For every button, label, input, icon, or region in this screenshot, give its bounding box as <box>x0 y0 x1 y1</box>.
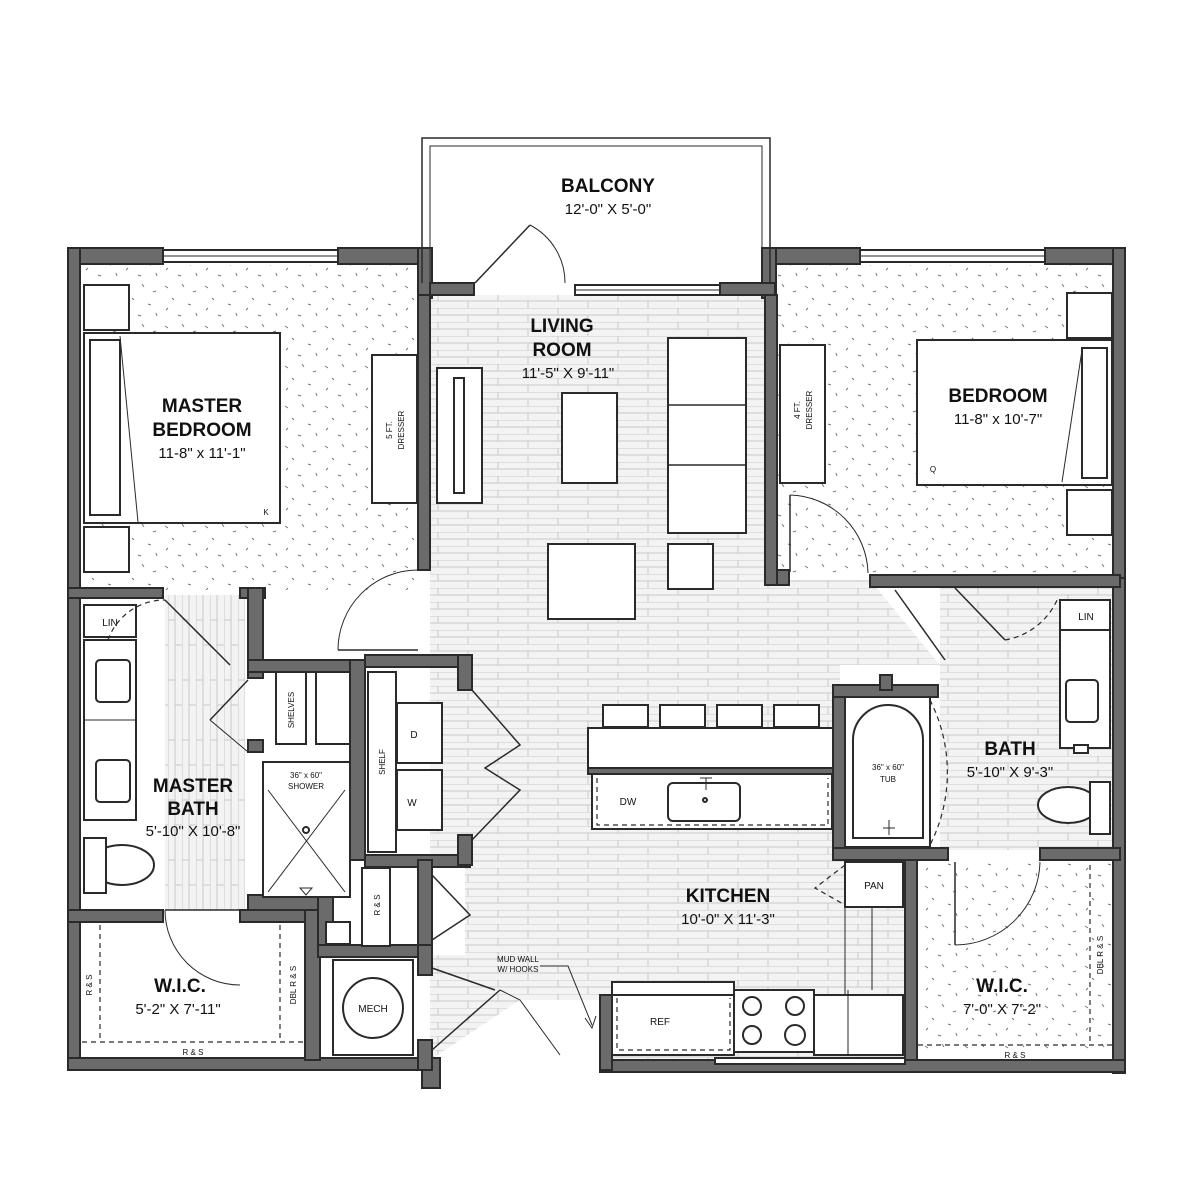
shelves-label: SHELVES <box>287 692 296 728</box>
dryer-label: D <box>410 730 417 741</box>
living-room-name-2: ROOM <box>532 340 591 361</box>
living-room-dims: 11'-5" X 9'-11" <box>522 365 615 382</box>
balcony-dims: 12'-0" X 5'-0" <box>565 201 651 218</box>
master-bath-name-2: BATH <box>167 799 218 820</box>
wic-left-name: W.I.C. <box>154 976 206 997</box>
bed-k-label: K <box>263 508 269 517</box>
wic-right-fixtures: R & S DBL R & S <box>918 861 1112 1060</box>
mud-wall-label-1: MUD WALL <box>497 955 539 964</box>
wic-left-dbl-rs: DBL R & S <box>289 966 298 1004</box>
master-bath-floor <box>165 595 245 910</box>
bedroom-furniture: 4 FT. DRESSER Q <box>779 292 1113 574</box>
kitchen-name: KITCHEN <box>686 886 770 907</box>
wic-right-floor <box>918 860 1113 1050</box>
shelf-label: SHELF <box>378 749 387 775</box>
balcony-name: BALCONY <box>561 176 655 197</box>
washer-label: W <box>407 798 417 809</box>
bath-name: BATH <box>984 739 1035 760</box>
tub-label-1: 36" x 60" <box>872 763 904 772</box>
mech-closet: MECH <box>332 959 561 1056</box>
master-bedroom-dims: 11-8" x 11'-1" <box>158 445 245 462</box>
bath-fixtures: 36" x 60" TUB LIN <box>844 587 1111 848</box>
bedroom-dims: 11-8" x 10'-7" <box>954 411 1042 428</box>
balcony: BALCONY 12'-0" X 5'-0" <box>421 137 771 284</box>
closet-rs-label: R & S <box>373 895 382 916</box>
wic-right-bottom-rs: R & S <box>1005 1051 1026 1060</box>
lin-left-label: LIN <box>102 618 118 629</box>
dresser-4ft-line1: 4 FT. <box>793 401 802 419</box>
pan-label: PAN <box>864 881 884 892</box>
master-bedroom-name-1: MASTER <box>162 396 243 417</box>
wic-left-fixtures: R & S R & S DBL R & S <box>82 925 305 1057</box>
ref-label: REF <box>650 1017 670 1028</box>
wic-right-name: W.I.C. <box>976 976 1028 997</box>
mech-label: MECH <box>358 1004 387 1015</box>
laundry-fixtures: SHELF D W <box>367 671 522 853</box>
bath-dims: 5'-10" X 9'-3" <box>967 764 1053 781</box>
wic-right-dims: 7'-0" X 7'-2" <box>963 1001 1041 1018</box>
wic-left-bottom-rs: R & S <box>183 1048 204 1057</box>
dresser-5ft-line2: DRESSER <box>397 410 406 449</box>
dw-label: DW <box>620 797 637 808</box>
master-bath-dims: 5'-10" X 10'-8" <box>146 823 241 840</box>
living-room-furniture <box>436 337 747 620</box>
dresser-4ft-line2: DRESSER <box>805 390 814 429</box>
kitchen-fixtures: DW PAN REF MUD WALL W/ HOOKS <box>497 704 906 1065</box>
wic-left-side-rs: R & S <box>85 975 94 996</box>
shower-label-2: SHOWER <box>288 782 324 791</box>
master-bedroom-door <box>337 569 419 651</box>
master-bedroom-name-2: BEDROOM <box>152 420 251 441</box>
closet-fixtures: R & S <box>325 867 472 947</box>
bedroom-name: BEDROOM <box>948 386 1047 407</box>
mud-wall-label-2: W/ HOOKS <box>498 965 539 974</box>
bed-q-label: Q <box>930 465 936 474</box>
shower-label-1: 36" x 60" <box>290 771 322 780</box>
kitchen-dims: 10'-0" X 11'-3" <box>681 911 775 928</box>
dresser-5ft-line1: 5 FT. <box>385 421 394 439</box>
windows <box>162 249 1046 296</box>
master-bath-name-1: MASTER <box>153 776 234 797</box>
lin-right-label: LIN <box>1078 612 1094 623</box>
master-bath-fixtures: LIN SHELVES 36" x 60" SHOWER <box>83 599 351 986</box>
wic-left-dims: 5'-2" X 7'-11" <box>135 1001 220 1018</box>
walls <box>67 247 1126 1089</box>
master-bedroom-furniture: K 5 FT. DRESSER <box>83 284 418 573</box>
living-room-name-1: LIVING <box>530 316 593 337</box>
tub-label-2: TUB <box>880 775 896 784</box>
wic-right-dbl-rs: DBL R & S <box>1096 936 1105 974</box>
